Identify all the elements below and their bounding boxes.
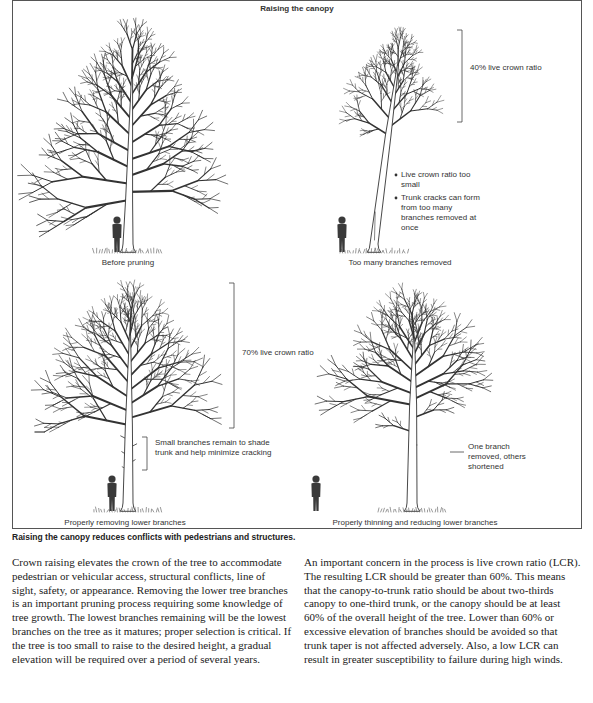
- tree-branch: [372, 330, 464, 411]
- bullet-note: Live crown ratio too small: [401, 170, 481, 190]
- tree-branch: [67, 358, 179, 398]
- bracket-label: 70% live crown ratio: [242, 348, 314, 358]
- bullet-dot: [395, 197, 398, 200]
- tree-trunk: [368, 65, 399, 252]
- panel-border: [13, 1, 582, 529]
- tree-branch: [53, 321, 194, 405]
- sub-caption: Properly removing lower branches: [35, 518, 215, 528]
- sub-caption: Properly thinning and reducing lower bra…: [305, 518, 525, 528]
- callout-label: One branch removed, others shortened: [468, 442, 542, 472]
- crown-bracket: [457, 30, 462, 122]
- tree-branch: [343, 289, 466, 429]
- small-bracket: [142, 437, 147, 470]
- tree-trunk: [121, 335, 136, 511]
- tree-branch: [330, 309, 487, 428]
- person-figure: [112, 216, 121, 252]
- body-text: Crown raising elevates the crown of the …: [12, 556, 292, 666]
- sub-caption: Too many branches removed: [330, 258, 470, 268]
- person-figure: [337, 216, 346, 252]
- grass: [340, 248, 409, 253]
- tree-branch: [106, 50, 150, 135]
- body-text: An important concern in the process is l…: [304, 556, 583, 666]
- person-figure: [311, 475, 320, 511]
- grass: [94, 507, 162, 512]
- bracket-label: Small branches remain to shade trunk and…: [155, 438, 285, 458]
- tree-branch: [344, 321, 470, 432]
- tree-branch: [28, 33, 189, 237]
- figure-caption: Raising the canopy reduces conflicts wit…: [12, 532, 582, 542]
- tree-drawings: [18, 18, 493, 512]
- tree-branch: [32, 70, 204, 193]
- tree-branch: [83, 164, 163, 184]
- grass: [93, 248, 162, 253]
- grass: [378, 507, 446, 512]
- figure-title: Raising the canopy: [12, 4, 582, 14]
- tree-trunk: [405, 338, 420, 511]
- leader-line: [450, 452, 464, 453]
- sub-caption: Before pruning: [68, 258, 188, 268]
- tree-branch: [390, 346, 429, 372]
- crown-bracket: [229, 283, 234, 428]
- tree-branch: [400, 323, 422, 349]
- bullet-dot: [395, 174, 398, 177]
- trunk-crack: [374, 212, 376, 240]
- tree-trunk: [121, 78, 136, 252]
- tree-branch: [18, 34, 228, 213]
- tree-branch: [122, 66, 146, 95]
- bracket-label: 40% live crown ratio: [470, 63, 542, 73]
- tree-branch: [32, 18, 214, 230]
- bullet-note: Trunk cracks can form from too many bran…: [401, 193, 483, 233]
- tree-branch: [315, 298, 493, 428]
- tree-branch: [98, 146, 169, 167]
- person-figure: [107, 475, 116, 511]
- tree-branch: [52, 55, 197, 222]
